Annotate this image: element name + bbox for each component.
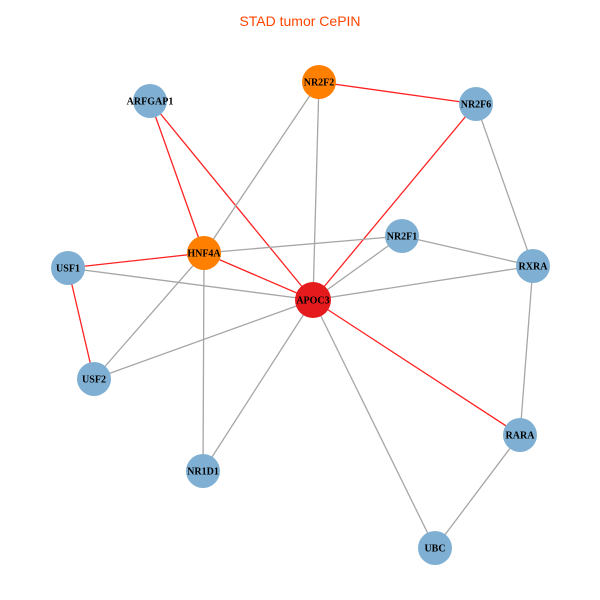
node-circle	[186, 454, 220, 488]
edge-APOC3-UBC	[312, 299, 436, 549]
node-label: APOC3	[296, 296, 329, 307]
edge-RXRA-APOC3	[312, 265, 534, 301]
node-apoc3[interactable]: APOC3	[295, 282, 331, 318]
node-label: UBC	[424, 544, 445, 555]
edge-NR2F2-NR2F6	[318, 81, 477, 105]
edge-RXRA-RARA	[519, 265, 534, 436]
node-label: NR2F1	[387, 232, 418, 243]
node-circle	[187, 236, 221, 270]
edge-NR2F1-APOC3	[312, 235, 403, 301]
node-label: USF2	[82, 375, 106, 386]
node-arfgap1[interactable]: ARFGAP1	[127, 84, 174, 118]
edge-USF1-APOC3	[67, 267, 314, 301]
node-circle	[418, 531, 452, 565]
node-usf2[interactable]: USF2	[77, 362, 111, 396]
node-rara[interactable]: RARA	[503, 418, 537, 452]
node-label: HNF4A	[187, 249, 221, 260]
node-circle	[133, 84, 167, 118]
node-label: RXRA	[519, 262, 549, 273]
edge-HNF4A-USF2	[93, 252, 205, 380]
edge-NR2F2-APOC3	[312, 81, 320, 301]
edge-HNF4A-APOC3	[203, 252, 314, 301]
node-label: NR1D1	[187, 467, 219, 478]
edge-USF1-USF2	[67, 267, 95, 380]
edge-ARFGAP1-APOC3	[149, 100, 314, 301]
node-usf1[interactable]: USF1	[51, 251, 85, 285]
edge-ARFGAP1-HNF4A	[149, 100, 205, 254]
node-circle	[302, 65, 336, 99]
node-label: USF1	[56, 264, 80, 275]
node-hnf4a[interactable]: HNF4A	[187, 236, 221, 270]
node-label: NR2F2	[304, 78, 335, 89]
node-label: ARFGAP1	[127, 97, 174, 108]
node-circle	[516, 249, 550, 283]
node-nr2f6[interactable]: NR2F6	[459, 87, 493, 121]
edge-APOC3-NR1D1	[202, 299, 314, 472]
node-circle	[459, 87, 493, 121]
edge-APOC3-RARA	[312, 299, 521, 436]
edge-HNF4A-NR2F1	[203, 235, 403, 254]
node-circle	[503, 418, 537, 452]
edge-HNF4A-NR1D1	[202, 252, 205, 472]
edge-USF1-HNF4A	[67, 252, 205, 269]
node-rxra[interactable]: RXRA	[516, 249, 550, 283]
node-circle	[51, 251, 85, 285]
edge-NR2F1-RXRA	[401, 235, 534, 267]
edge-RARA-UBC	[434, 434, 521, 549]
edge-NR2F6-APOC3	[312, 103, 477, 301]
node-nr1d1[interactable]: NR1D1	[186, 454, 220, 488]
node-label: NR2F6	[461, 100, 492, 111]
edge-NR2F2-HNF4A	[203, 81, 320, 254]
node-label: RARA	[506, 431, 536, 442]
node-ubc[interactable]: UBC	[418, 531, 452, 565]
node-circle	[385, 219, 419, 253]
node-circle	[295, 282, 331, 318]
node-nr2f2[interactable]: NR2F2	[302, 65, 336, 99]
edge-NR2F6-RXRA	[475, 103, 534, 267]
node-nr2f1[interactable]: NR2F1	[385, 219, 419, 253]
node-circle	[77, 362, 111, 396]
diagram-title: STAD tumor CePIN	[239, 13, 361, 29]
